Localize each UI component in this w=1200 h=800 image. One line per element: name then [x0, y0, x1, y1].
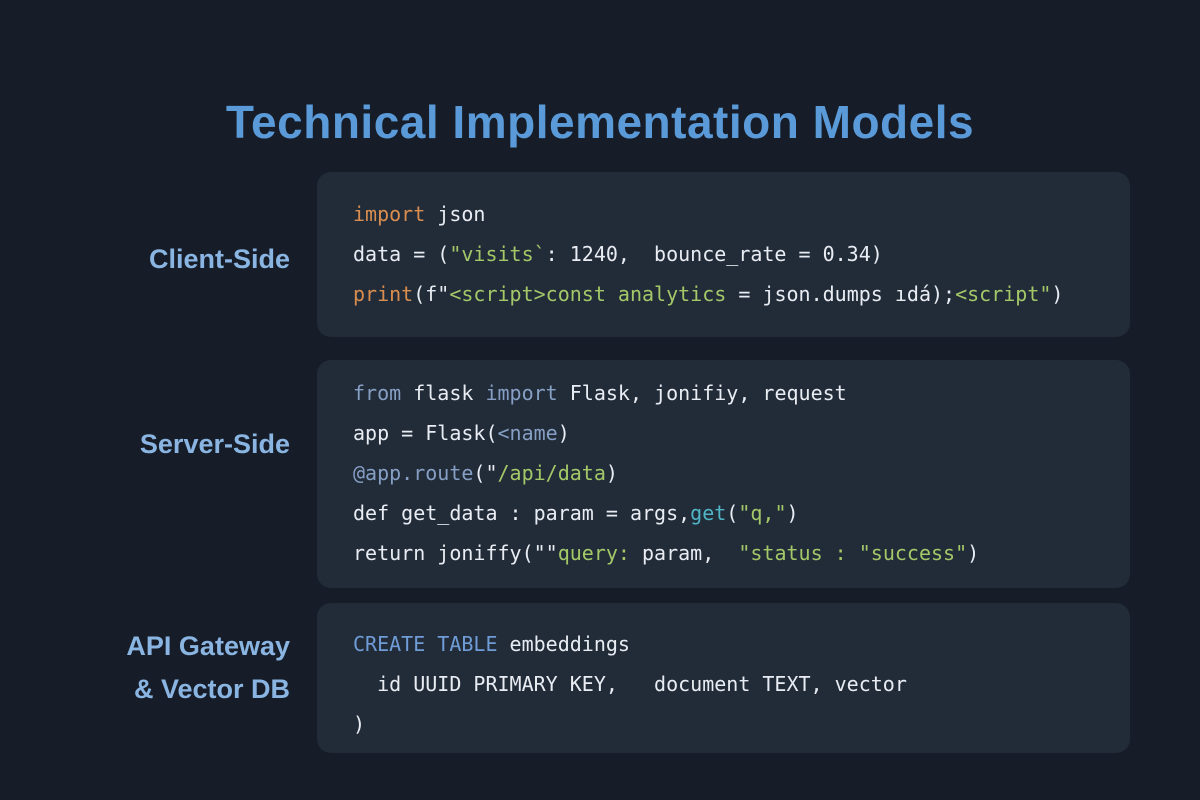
- code-line: return joniffy(""query: param, "status :…: [353, 533, 1094, 573]
- code-token: def get_data : param = args,: [353, 501, 691, 525]
- code-line: ): [353, 704, 1094, 744]
- row-label-line: Server-Side: [139, 429, 290, 459]
- code-line: data = ("visits`: 1240, bounce_rate = 0.…: [353, 234, 1094, 274]
- row-label-line: Client-Side: [148, 244, 290, 274]
- code-token: (: [726, 501, 739, 525]
- code-token: : 1240, bounce_rate = 0.34): [545, 242, 883, 266]
- code-token: json: [425, 202, 486, 226]
- code-token: @app.route: [353, 461, 474, 485]
- code-token: ): [353, 712, 366, 736]
- code-token: query:: [557, 541, 630, 565]
- code-token: <script>const analytics: [449, 282, 727, 306]
- code-token: = json.dumps ıdá);: [726, 282, 956, 306]
- code-token: flask: [401, 381, 486, 405]
- code-token: embeddings: [497, 632, 630, 656]
- code-token: id UUID PRIMARY KEY, document TEXT, vect…: [353, 672, 907, 696]
- code-line: from flask import Flask, jonifiy, reques…: [353, 373, 1094, 413]
- page-title: Technical Implementation Models: [225, 95, 975, 148]
- code-line: @app.route("/api/data): [353, 453, 1094, 493]
- code-token: Flask, jonifiy, request: [557, 381, 847, 405]
- code-token: ): [786, 501, 799, 525]
- label-server-side: Server-Side: [0, 423, 290, 466]
- code-line: import json: [353, 194, 1094, 234]
- row-label-line: API Gateway: [126, 631, 290, 661]
- code-block-server-side: from flask import Flask, jonifiy, reques…: [317, 360, 1130, 588]
- code-token: ): [605, 461, 618, 485]
- code-block-api-gateway: CREATE TABLE embeddings id UUID PRIMARY …: [317, 603, 1130, 753]
- code-token: "visits`: [449, 242, 546, 266]
- code-token: CREATE TABLE: [353, 632, 498, 656]
- code-token: print: [353, 282, 414, 306]
- code-token: "q,": [738, 501, 787, 525]
- code-token: ): [1051, 282, 1064, 306]
- code-token: <name: [497, 421, 558, 445]
- code-line: print(f"<script>const analytics = json.d…: [353, 274, 1094, 314]
- code-token: return joniffy("": [353, 541, 558, 565]
- code-token: get: [690, 501, 727, 525]
- code-token: app = Flask(: [353, 421, 498, 445]
- label-api-gateway-vector-db: API Gateway & Vector DB: [0, 625, 290, 711]
- row-label-line: & Vector DB: [133, 674, 290, 704]
- code-token: from: [353, 381, 402, 405]
- code-token: ): [967, 541, 980, 565]
- code-token: (": [473, 461, 498, 485]
- code-token: (f": [413, 282, 450, 306]
- code-line: app = Flask(<name): [353, 413, 1094, 453]
- code-line: CREATE TABLE embeddings: [353, 624, 1094, 664]
- code-token: param,: [629, 541, 739, 565]
- code-token: "status : "success": [738, 541, 968, 565]
- code-token: ): [557, 421, 570, 445]
- code-token: import: [353, 202, 426, 226]
- label-client-side: Client-Side: [0, 238, 290, 281]
- code-line: id UUID PRIMARY KEY, document TEXT, vect…: [353, 664, 1094, 704]
- code-token: /api/data: [497, 461, 606, 485]
- code-token: <script": [955, 282, 1052, 306]
- code-line: def get_data : param = args,get("q,"): [353, 493, 1094, 533]
- code-token: import: [485, 381, 558, 405]
- code-token: data = (: [353, 242, 450, 266]
